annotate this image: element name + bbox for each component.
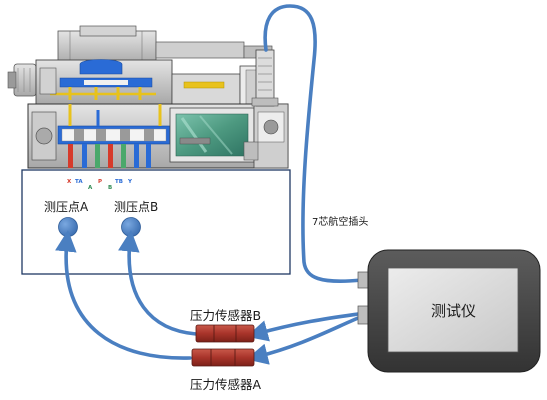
label-test-point-b: 测压点B [114,200,159,214]
label-sensor-a: 压力传感器A [190,377,262,392]
test-point-b[interactable] [121,217,141,237]
servo-valve [7,25,289,169]
adjust-knob [13,63,37,97]
port-label-a: A [88,185,93,191]
label-sensor-b: 压力传感器B [190,308,262,323]
port-label-x: X [67,179,72,185]
port-label-ta: TA [75,179,83,185]
sensor-a[interactable] [191,348,255,367]
pilot-cylinder-core [79,25,137,37]
port-label-y: Y [128,179,132,185]
label-test-point-a: 测压点A [44,200,89,214]
hose-lines [55,4,364,365]
port-label-b: B [108,185,113,191]
sensor-b-body [195,324,255,343]
hose-tester-a [246,316,360,365]
port-label-p: P [98,179,103,185]
label-cable-plug: 7芯航空插头 [312,217,369,228]
hose-point-a [55,229,192,360]
valve-neck [171,73,241,105]
hose-tester-b [246,312,360,342]
tester-screen [387,267,519,353]
label-tester: 测试仪 [431,302,477,320]
sensor-b[interactable] [195,324,255,343]
tester-device[interactable] [357,249,541,373]
pilot-rear-shaft [155,41,245,59]
port-label-tb: TB [115,179,123,185]
sensor-a-body [191,348,255,367]
test-point-a[interactable] [58,217,78,237]
signal-cable [263,4,364,283]
hose-point-b [118,229,198,336]
